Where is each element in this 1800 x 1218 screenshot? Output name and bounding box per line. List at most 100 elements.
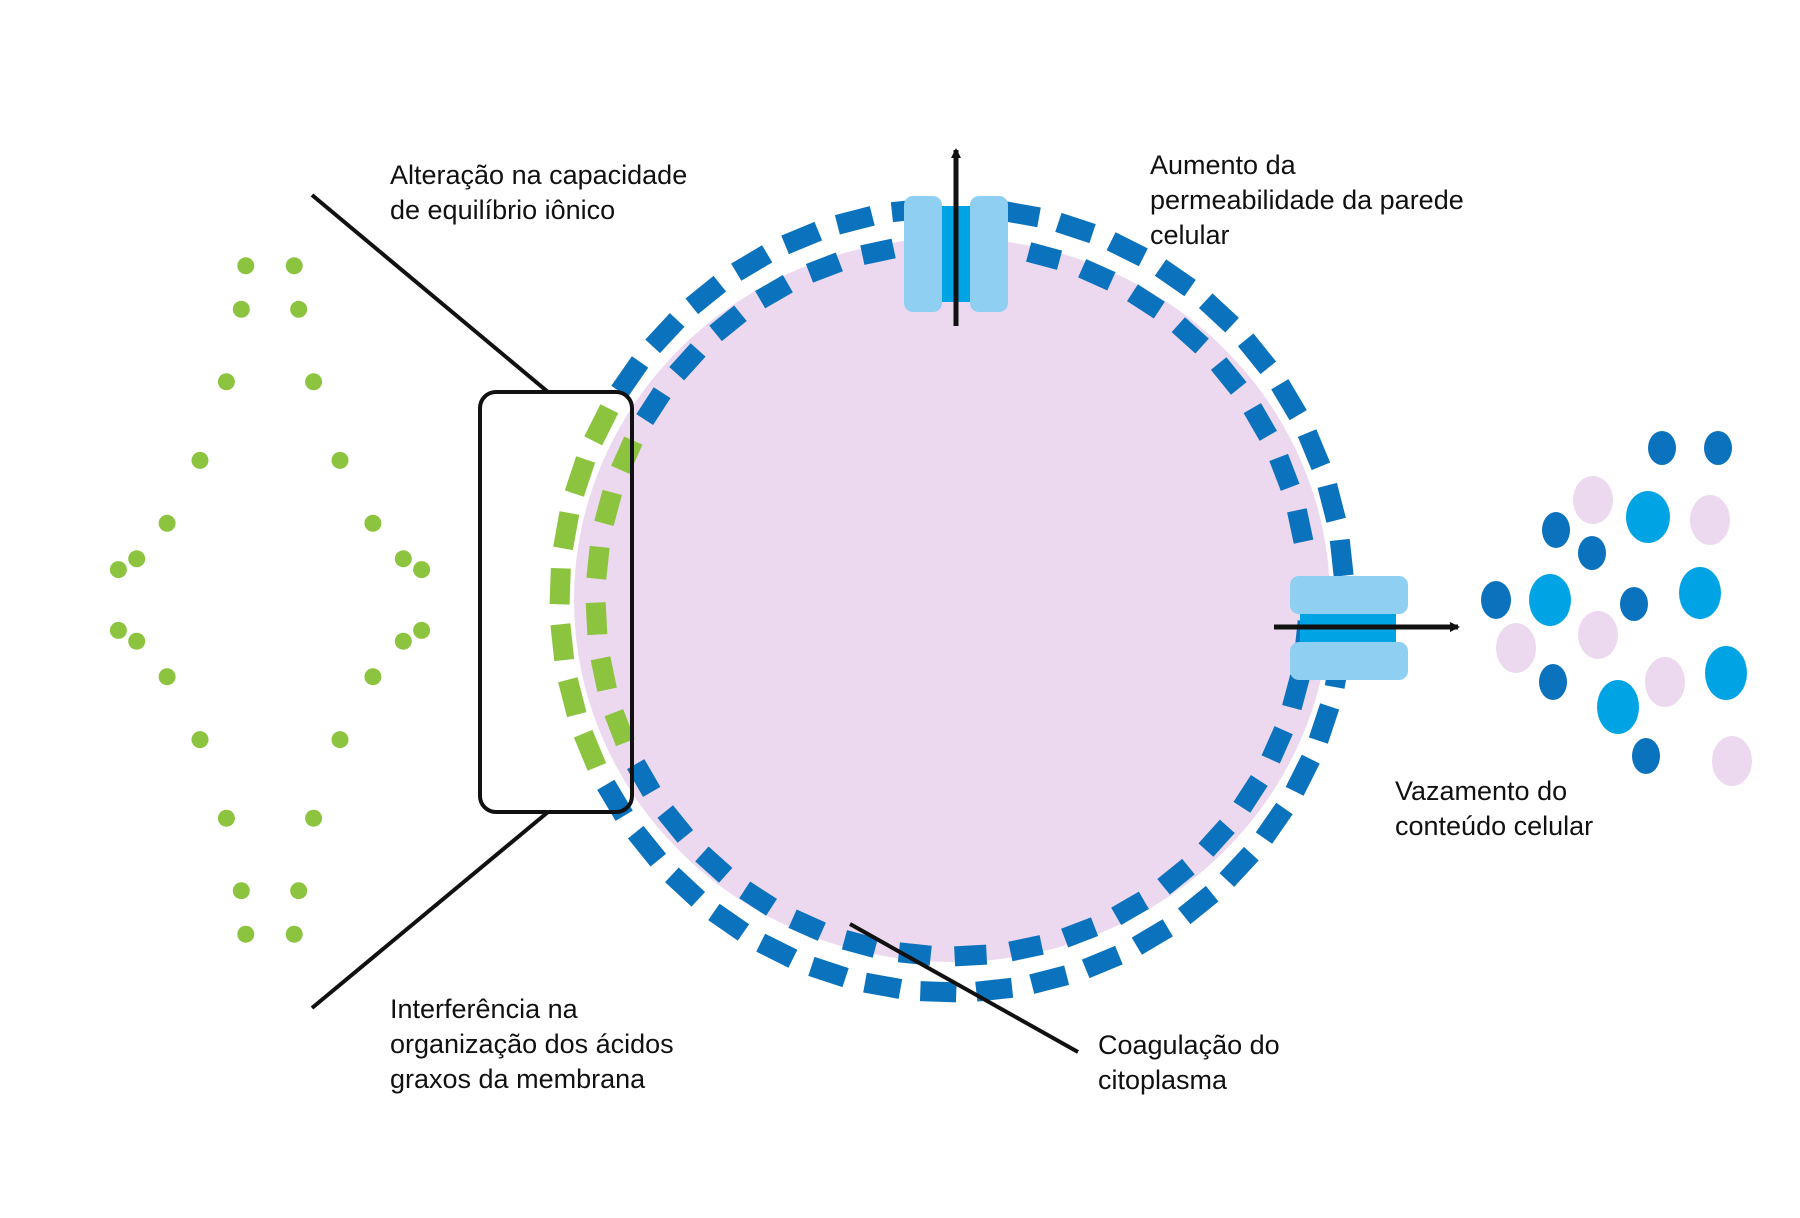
sparkle-dot — [394, 632, 412, 650]
sparkle-dot — [237, 257, 255, 275]
inner-membrane-dash — [636, 387, 671, 425]
inner-membrane-dash — [860, 238, 896, 265]
outer-membrane-dash — [550, 623, 575, 662]
inner-membrane-dash — [1198, 819, 1235, 857]
leak-particle — [1573, 476, 1613, 524]
inner-membrane-dash — [1287, 508, 1314, 544]
inner-membrane-dash — [657, 805, 694, 843]
outer-membrane-dash — [756, 933, 798, 968]
outer-membrane-dash — [975, 977, 1014, 1002]
sparkle-dot — [237, 925, 255, 943]
sparkle-dot — [290, 300, 308, 318]
inner-membrane-dash — [590, 656, 617, 692]
outer-membrane-dash — [1329, 538, 1354, 577]
inner-membrane-layer — [585, 234, 1318, 967]
sparkle-dot — [232, 882, 250, 900]
outer-membrane-dash — [1131, 919, 1173, 955]
sparkle-dot — [413, 621, 431, 639]
inner-membrane-dash — [585, 602, 608, 636]
outer-membrane-dash — [1106, 232, 1148, 267]
leak-particle — [1632, 738, 1660, 774]
sparkle-dot — [128, 550, 146, 568]
outer-membrane-dash — [1154, 259, 1196, 297]
inner-membrane-dash — [954, 944, 988, 967]
inner-membrane-dash — [897, 942, 932, 966]
inner-membrane-dash — [1127, 284, 1165, 319]
inner-membrane-dash — [669, 343, 706, 381]
fatty-leader-line — [310, 810, 550, 1010]
outer-membrane-dash — [573, 729, 607, 771]
inner-membrane-dash — [627, 759, 661, 797]
inner-membrane-dash — [841, 930, 878, 958]
leak-particle — [1705, 646, 1747, 700]
sparkle-dot — [413, 561, 431, 579]
leak-particle — [1578, 611, 1618, 659]
leak-particle — [1542, 512, 1570, 548]
inner-membrane-dash — [1282, 674, 1310, 711]
sparkle-dot — [305, 373, 323, 391]
sparkle-dot — [217, 373, 235, 391]
leaking-cell-contents — [1481, 431, 1752, 786]
outer-membrane-dash — [919, 981, 957, 1003]
sparkle-dot — [191, 451, 209, 469]
inner-membrane-dash — [586, 545, 610, 580]
membrane-callout-box — [478, 390, 634, 814]
leak-particle — [1645, 657, 1685, 707]
outer-membrane-dash — [1255, 802, 1293, 844]
outer-membrane-dash — [1219, 846, 1259, 887]
coag-leader-line — [849, 922, 1079, 1054]
inner-membrane-dash — [805, 252, 843, 283]
sparkle-dot — [158, 668, 176, 686]
sparkle-dot — [158, 514, 176, 532]
outer-membrane-dash — [1029, 965, 1070, 994]
inner-membrane-dash — [1008, 935, 1044, 962]
sparkle-dot — [364, 668, 382, 686]
inner-membrane-dash — [1157, 858, 1195, 895]
outer-membrane-dash — [1177, 885, 1219, 925]
leak-particle — [1704, 431, 1732, 465]
sparkle-dot — [217, 809, 235, 827]
inner-membrane-dash — [1111, 891, 1149, 925]
sparkle-dot — [232, 300, 250, 318]
inner-membrane-dash — [1261, 726, 1293, 764]
inner-membrane-dash — [788, 909, 826, 941]
outer-membrane-dash — [781, 221, 823, 255]
outer-membrane-dash — [665, 867, 706, 907]
outer-membrane-dash — [611, 356, 649, 398]
sparkle-dot — [109, 621, 127, 639]
outer-membrane-dash — [553, 511, 580, 551]
inner-membrane-dash — [709, 305, 747, 342]
outer-membrane-dash — [645, 313, 685, 354]
inner-membrane-dash — [1269, 453, 1300, 491]
leak-particle — [1578, 536, 1606, 570]
leak-particle — [1597, 680, 1639, 734]
outer-membrane-dash — [834, 206, 875, 235]
inner-membrane-dash — [1243, 403, 1277, 441]
sparkle-dot — [128, 632, 146, 650]
outer-membrane-dash — [627, 825, 667, 867]
leak-particle — [1690, 495, 1730, 545]
inner-membrane-dash — [1026, 242, 1063, 270]
cytoplasm — [574, 238, 1330, 962]
sparkle-dot — [394, 550, 412, 568]
sparkle-burst-icon — [109, 257, 431, 943]
leak-particle — [1481, 581, 1511, 619]
outer-membrane-dash — [1001, 201, 1041, 228]
outer-membrane-dash — [1081, 945, 1123, 979]
leak-particle — [1620, 587, 1648, 621]
sparkle-dot — [331, 731, 349, 749]
outer-membrane-dash — [1285, 754, 1320, 796]
sparkle-dot — [109, 561, 127, 579]
outer-membrane-dash — [731, 245, 773, 281]
inner-membrane-dash — [611, 436, 643, 474]
inner-membrane-dash — [1078, 259, 1116, 291]
outer-membrane-dash — [1198, 293, 1239, 333]
inner-membrane-dash — [1233, 775, 1268, 813]
inner-membrane-dash — [695, 846, 733, 883]
sparkle-dot — [285, 925, 303, 943]
